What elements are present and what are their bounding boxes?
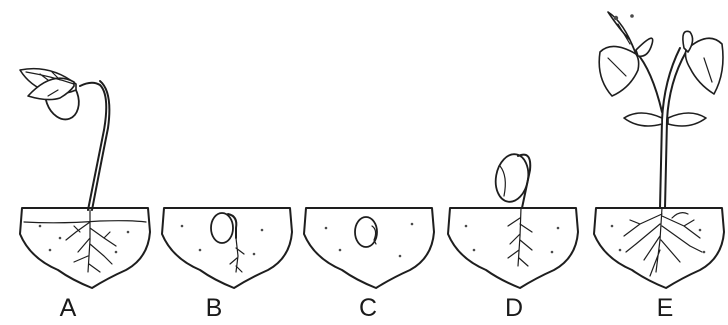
stage-d-illustration xyxy=(448,152,578,288)
stage-e-leaf xyxy=(599,46,638,96)
stage-e-leaf xyxy=(636,38,653,56)
stage-b-seed xyxy=(211,213,233,243)
stage-d-roots xyxy=(508,208,532,266)
stage-e-roots xyxy=(624,208,702,276)
stage-e-illustration xyxy=(594,12,724,288)
stage-a-illustration xyxy=(20,69,150,288)
stage-label-a: A xyxy=(48,294,88,322)
stage-label-d: D xyxy=(494,294,534,322)
stage-label-c: C xyxy=(348,294,388,322)
stage-d-pot xyxy=(448,208,578,288)
stage-c-seed xyxy=(355,217,377,247)
stage-label-e: E xyxy=(645,294,685,322)
stage-label-b: B xyxy=(194,294,234,322)
stage-d-seed xyxy=(492,152,532,205)
stage-a-roots xyxy=(66,210,116,272)
stage-c-illustration xyxy=(304,208,434,288)
stage-a-pot xyxy=(20,208,150,288)
stage-b-root xyxy=(230,238,244,272)
stage-e-leaf xyxy=(624,113,662,126)
stage-b-illustration xyxy=(162,208,292,288)
stage-e-leaf xyxy=(668,113,706,126)
stage-a-stem xyxy=(80,83,106,210)
